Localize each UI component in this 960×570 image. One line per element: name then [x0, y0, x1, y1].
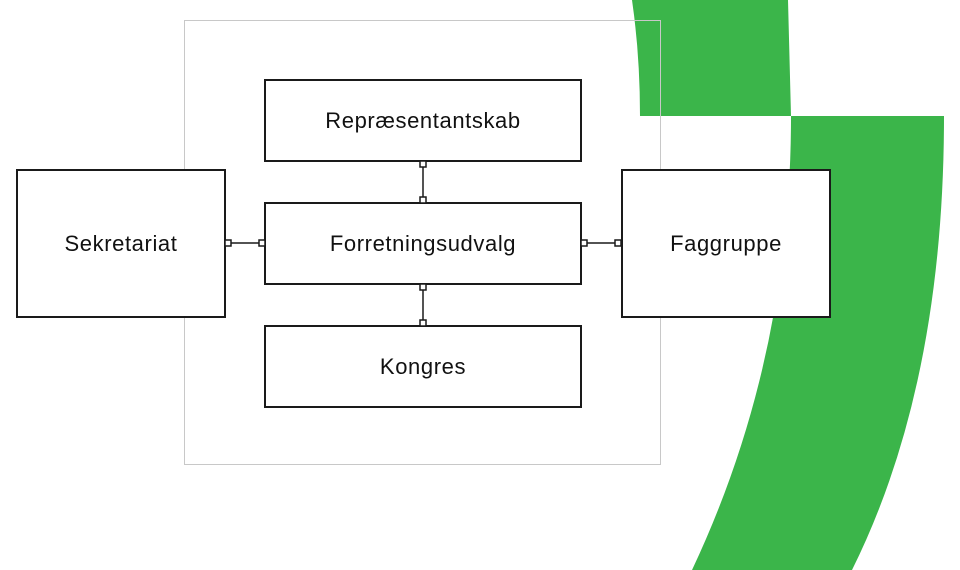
- green-arc-segment-upper: [632, 0, 791, 116]
- connector-left-port-b: [258, 239, 266, 247]
- node-forretningsudvalg: Forretningsudvalg: [264, 202, 582, 285]
- connector-top-port-a: [419, 160, 427, 168]
- node-faggruppe: Faggruppe: [621, 169, 831, 318]
- node-kongres: Kongres: [264, 325, 582, 408]
- connector-right-port-a: [580, 239, 588, 247]
- connector-bottom-port-b: [419, 319, 427, 327]
- node-representantskab: Repræsentantskab: [264, 79, 582, 162]
- connector-bottom-port-a: [419, 283, 427, 291]
- connector-left-port-a: [224, 239, 232, 247]
- connector-right-port-b: [614, 239, 622, 247]
- node-sekretariat: Sekretariat: [16, 169, 226, 318]
- green-arc-segment-lower: [692, 116, 944, 570]
- connector-top-port-b: [419, 196, 427, 204]
